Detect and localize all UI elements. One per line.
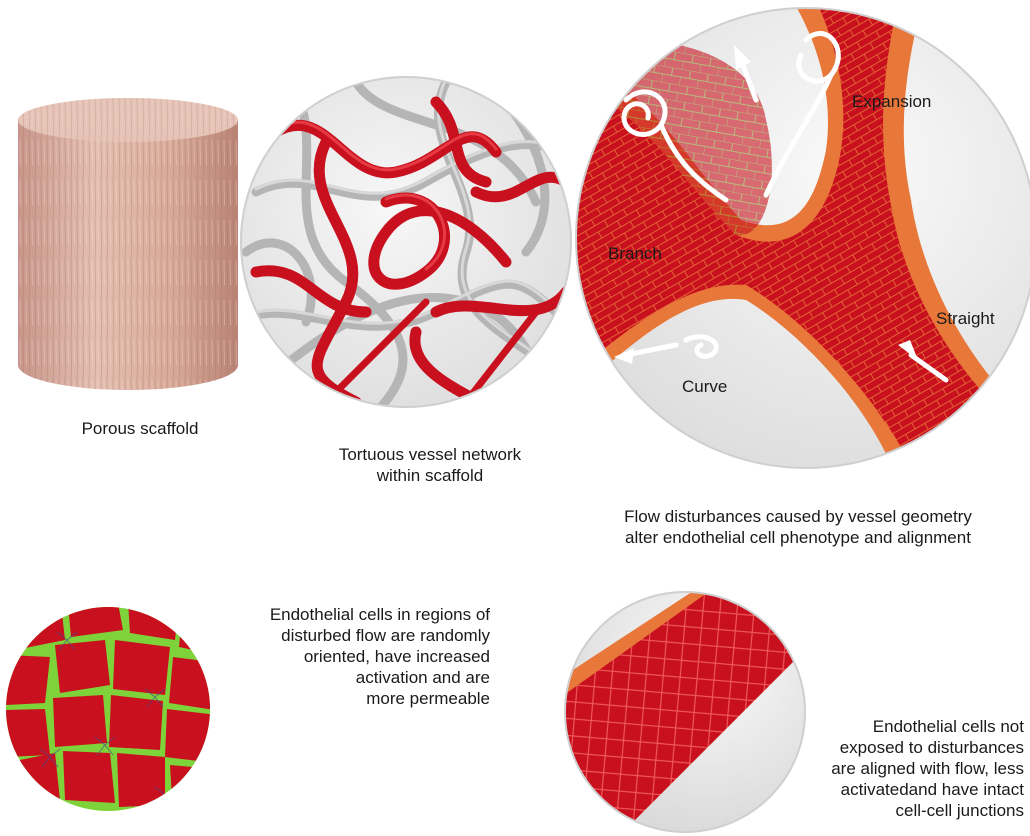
aligned-caption-line5: cell-cell junctions: [740, 800, 1024, 821]
label-straight: Straight: [936, 309, 995, 329]
aligned-caption-line1: Endothelial cells not: [740, 716, 1024, 737]
disturbed-caption-line5: more permeable: [200, 688, 490, 709]
disturbed-caption: Endothelial cells in regions of disturbe…: [200, 604, 490, 709]
label-branch: Branch: [608, 244, 662, 264]
label-expansion: Expansion: [852, 92, 931, 112]
network-caption-line2: within scaffold: [300, 465, 560, 486]
flow-caption: Flow disturbances caused by vessel geome…: [566, 506, 1030, 548]
disturbed-caption-line1: Endothelial cells in regions of: [200, 604, 490, 625]
vessel-network-circle: [236, 72, 576, 412]
scaffold-caption: Porous scaffold: [40, 418, 240, 439]
flow-caption-line1: Flow disturbances caused by vessel geome…: [566, 506, 1030, 527]
disturbed-caption-line3: oriented, have increased: [200, 646, 490, 667]
network-caption-line1: Tortuous vessel network: [300, 444, 560, 465]
aligned-caption-line2: exposed to disturbances: [740, 737, 1024, 758]
aligned-caption: Endothelial cells not exposed to disturb…: [740, 716, 1024, 821]
network-caption: Tortuous vessel network within scaffold: [300, 444, 560, 486]
aligned-caption-line4: activatedand have intact: [740, 779, 1024, 800]
disturbed-caption-line4: activation and are: [200, 667, 490, 688]
disturbed-caption-line2: disturbed flow are randomly: [200, 625, 490, 646]
porous-scaffold-illustration: [10, 95, 240, 405]
flow-geometry-circle: [566, 0, 1030, 476]
label-curve: Curve: [682, 377, 727, 397]
aligned-caption-line3: are aligned with flow, less: [740, 758, 1024, 779]
disturbed-cells-circle: [5, 585, 215, 830]
flow-caption-line2: alter endothelial cell phenotype and ali…: [566, 527, 1030, 548]
